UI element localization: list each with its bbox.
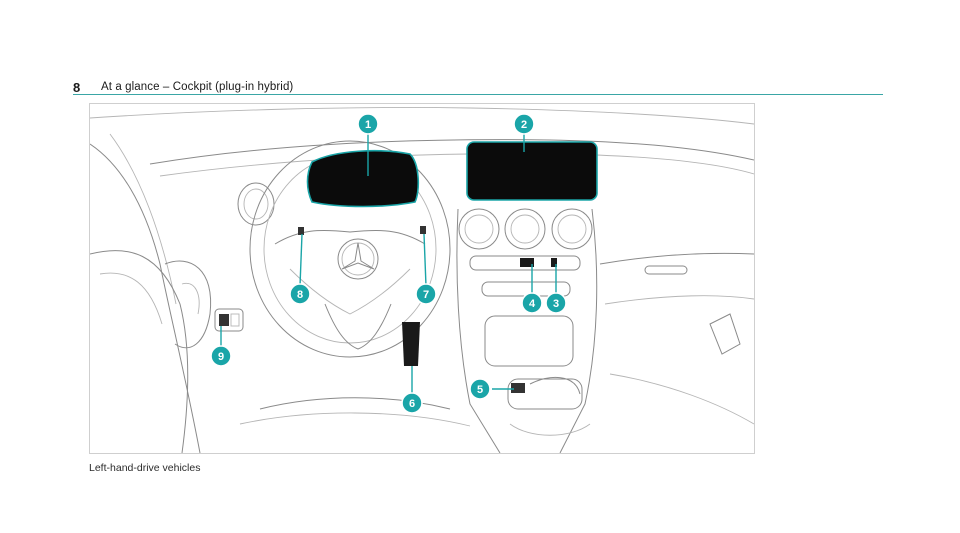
svg-text:5: 5: [477, 384, 483, 396]
cockpit-illustration: 1 2 3 4 5 6 7 8: [89, 103, 755, 454]
svg-text:8: 8: [297, 289, 303, 301]
svg-text:4: 4: [529, 298, 536, 310]
svg-text:2: 2: [521, 119, 527, 131]
callout-9: 9: [210, 345, 232, 367]
page-header: 8 At a glance – Cockpit (plug-in hybrid): [73, 80, 883, 96]
svg-text:9: 9: [218, 351, 224, 363]
page-title: At a glance – Cockpit (plug-in hybrid): [101, 81, 294, 93]
svg-text:6: 6: [409, 398, 415, 410]
callout-6: 6: [401, 392, 423, 414]
cockpit-drawing: 1 2 3 4 5 6 7 8: [90, 107, 754, 453]
svg-text:1: 1: [365, 119, 371, 131]
header-divider: [73, 94, 883, 95]
svg-text:3: 3: [553, 298, 559, 310]
figure-caption: Left-hand-drive vehicles: [89, 462, 201, 474]
callout-2: 2: [513, 113, 535, 135]
callout-1: 1: [357, 113, 379, 135]
callout-3: 3: [545, 292, 567, 314]
callout-7: 7: [415, 283, 437, 305]
svg-text:7: 7: [423, 289, 429, 301]
page-number: 8: [73, 80, 81, 95]
callout-5: 5: [469, 378, 491, 400]
callout-8: 8: [289, 283, 311, 305]
callout-4: 4: [521, 292, 543, 314]
